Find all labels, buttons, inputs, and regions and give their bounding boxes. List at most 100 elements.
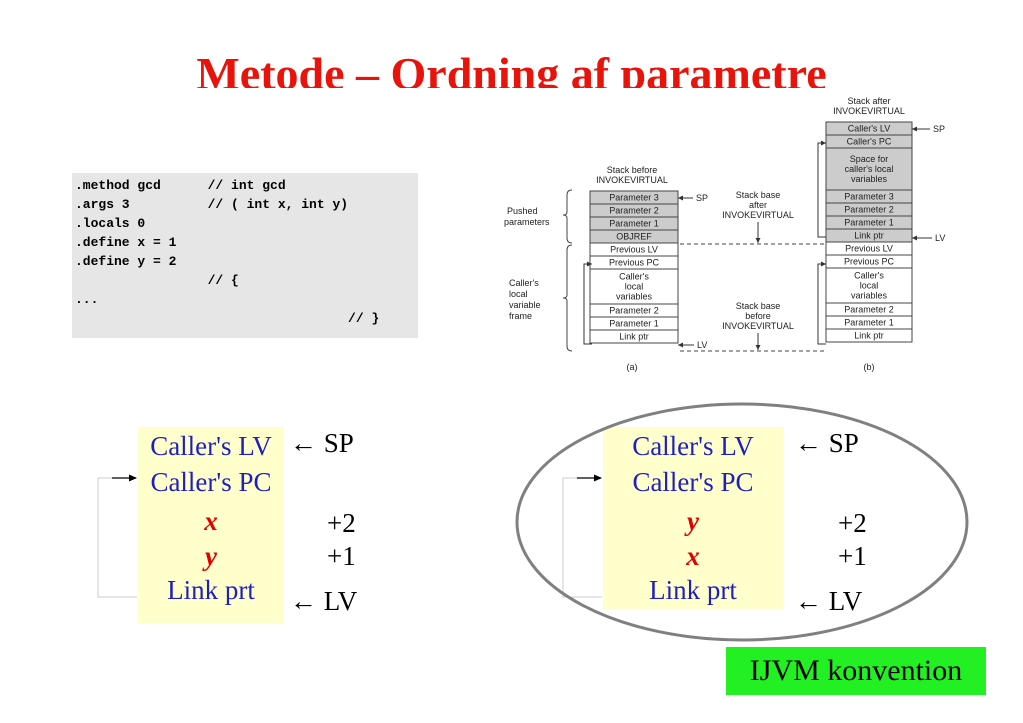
right-stack-callers-lv: Caller's LV (632, 431, 754, 461)
right-sp-text: SP (828, 428, 859, 458)
stack-cell-label: variables (851, 291, 888, 301)
right-offset-y: +2 (838, 508, 867, 538)
base-before-label: before (745, 311, 771, 321)
stack-cell-label: Caller's (619, 272, 649, 282)
stack-cell-label: Previous PC (844, 257, 895, 267)
left-link-arrowhead (129, 474, 137, 482)
stack-cell-label: Previous PC (609, 258, 660, 268)
stack-before-title: INVOKEVIRTUAL (596, 175, 668, 185)
pushed-params-label: parameters (504, 217, 550, 227)
caller-frame-label: variable (509, 300, 541, 310)
left-offset-y: +1 (327, 541, 356, 571)
sp-arrowhead (678, 195, 683, 201)
code-line: .method gcd // int gcd (75, 178, 286, 193)
lv-label: LV (935, 233, 945, 243)
left-offset-x: +2 (327, 508, 356, 538)
stack-after: Caller's LV Caller's PC Space forcaller's … (825, 121, 913, 343)
right-link-line (562, 477, 602, 598)
stack-cell-label: Parameter 2 (844, 205, 894, 215)
stack-cell-label: Previous LV (845, 244, 893, 254)
left-stack: Caller's LV Caller's PC x y Link prt (138, 427, 284, 623)
highlight-ellipse (515, 402, 969, 642)
stack-cell-label: Parameter 3 (844, 192, 894, 202)
right-offset-x: +1 (838, 541, 867, 571)
stack-cell-label: Parameter 1 (844, 218, 894, 228)
lv-label: LV (697, 340, 707, 350)
stack-cell (825, 328, 913, 343)
caller-frame-label: Caller's (509, 278, 539, 288)
right-stack-y: y (687, 506, 699, 536)
base-before-label: Stack base (736, 301, 781, 311)
slide-title: Metode – Ordning af parametre (196, 48, 827, 88)
left-link-line (97, 477, 137, 598)
code-line: .locals 0 (75, 216, 146, 231)
stack-after-title: Stack after (847, 96, 890, 106)
stack-cell-label: Caller's LV (848, 124, 891, 134)
pushed-params-label: Pushed (507, 206, 538, 216)
stack-cell-label: Parameter 3 (609, 193, 659, 203)
stack-cell-label: variables (851, 174, 888, 184)
left-stack-y: y (205, 541, 217, 571)
sp-arrowhead (912, 126, 917, 132)
caption-a: (a) (627, 362, 638, 372)
right-stack-x: x (686, 541, 700, 571)
left-stack-callers-pc: Caller's PC (150, 467, 272, 497)
lv-arrowhead (678, 342, 683, 348)
stack-cell-label: Link ptr (854, 331, 884, 341)
stack-cell-label: local (860, 281, 879, 291)
right-stack-callers-pc: Caller's PC (632, 467, 754, 497)
base-after-arrowhead (755, 238, 761, 243)
right-lv-label: ← LV (795, 586, 863, 616)
stack-cell-label: Previous LV (610, 245, 658, 255)
lv-arrowhead (912, 235, 917, 241)
code-line: .define x = 1 (75, 235, 177, 250)
stack-after-title: INVOKEVIRTUAL (833, 106, 905, 116)
stack-cell-label: Parameter 1 (844, 318, 894, 328)
base-before-label: INVOKEVIRTUAL (722, 321, 794, 331)
caller-frame-label: frame (509, 311, 532, 321)
right-lv-text: LV (828, 586, 863, 616)
stack-cell (589, 268, 679, 305)
right-stack-link: Link prt (649, 575, 737, 605)
code-line: .define y = 2 (75, 254, 177, 269)
link-pointer-b-bottom-head (821, 261, 826, 267)
base-after-label: INVOKEVIRTUAL (722, 210, 794, 220)
stack-cell-label: Space for (850, 154, 889, 164)
stack-cell (825, 147, 913, 191)
caller-frame-label: local (509, 289, 528, 299)
code-line: // { (75, 273, 239, 288)
left-stack-x: x (204, 506, 218, 536)
stack-cell-label: caller's local (845, 164, 894, 174)
stack-cell-label: Caller's PC (847, 137, 892, 147)
ijvm-badge: IJVM konvention (726, 647, 986, 695)
stack-cell-label: variables (616, 292, 653, 302)
caption-b: (b) (864, 362, 875, 372)
stack-cell-label: Parameter 2 (609, 206, 659, 216)
right-link-arrowhead (594, 474, 602, 482)
code-text: .method gcd // int gcd .args 3 // ( int … (72, 173, 418, 328)
stack-cell (589, 329, 679, 344)
left-stack-callers-lv: Caller's LV (150, 431, 272, 461)
code-line: ... (75, 292, 99, 307)
left-sp-label: ← SP (290, 428, 354, 458)
left-sp-text: SP (323, 428, 354, 458)
base-after-label: Stack base (736, 190, 781, 200)
base-after-label: after (749, 200, 767, 210)
stack-cell-label: Parameter 2 (844, 305, 894, 315)
stack-cell-label: OBJREF (616, 232, 652, 242)
link-pointer-a-head (587, 261, 592, 267)
base-before-arrowhead (755, 345, 761, 350)
left-lv-text: LV (323, 586, 358, 616)
stack-cell-label: Parameter 1 (609, 219, 659, 229)
code-block: .method gcd // int gcd .args 3 // ( int … (72, 173, 418, 338)
stack-cell-label: Parameter 2 (609, 306, 659, 316)
stack-cell-label: Caller's (854, 271, 884, 281)
caller-brace (562, 244, 573, 352)
right-stack: Caller's LV Caller's PC y x Link prt (603, 427, 783, 609)
sp-label: SP (933, 124, 945, 134)
link-pointer-b-top-head (821, 140, 826, 146)
stack-cell-label: Link ptr (619, 332, 649, 342)
stack-cell-label: local (625, 282, 644, 292)
stack-figure: Stack before INVOKEVIRTUAL Stack after I… (504, 96, 945, 372)
